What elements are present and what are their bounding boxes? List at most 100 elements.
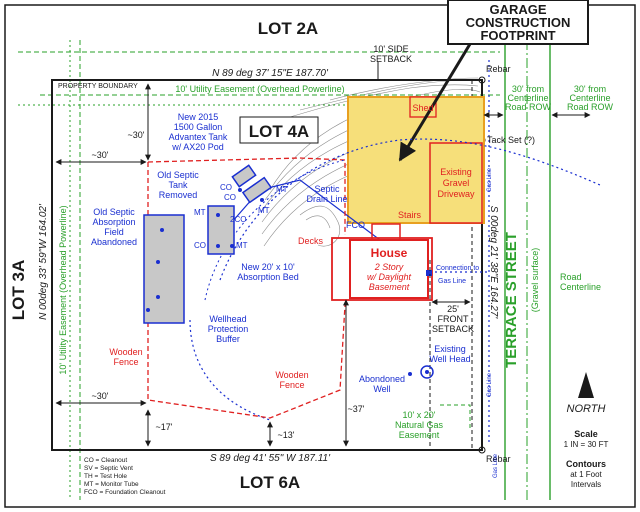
road-centerline-line2: Centerline <box>560 282 601 292</box>
new-bed-line2: Absorption Bed <box>237 272 299 282</box>
driveway-line1: Existing <box>440 167 472 177</box>
existing-well-outer <box>420 365 434 379</box>
rebar-bottom-label: Rebar <box>486 454 511 464</box>
south-bearing: S 89 deg 41' 55" W 187.11' <box>210 453 331 464</box>
tank-cleanout <box>238 188 242 192</box>
field-point-4 <box>146 308 150 312</box>
callout-line-2: CONSTRUCTION <box>466 15 571 30</box>
road-row-1-line2: Centerline <box>507 93 548 103</box>
abandoned-well-label: Abondoned Well <box>359 374 405 394</box>
dimension-lines <box>55 62 591 447</box>
gas-lines <box>189 60 601 445</box>
house-line4: Basement <box>369 282 410 292</box>
rebar-top-label: Rebar <box>486 64 511 74</box>
house-label: House 2 Story w/ Daylight Basement <box>367 246 412 292</box>
field-point-3 <box>156 295 160 299</box>
co-label-1: CO <box>220 183 232 192</box>
new-tank-line3: Advantex Tank <box>169 132 228 142</box>
contours-line1: Contours <box>566 459 606 469</box>
tack-set-label: Tack Set (?) <box>487 135 535 145</box>
scale-line2: 1 IN = 30 FT <box>564 440 609 449</box>
old-field-line3: Field <box>104 227 124 237</box>
road-row-1-line1: 30' from <box>512 84 544 94</box>
existing-well-inner <box>425 370 429 374</box>
old-tank-line2: Tank <box>168 180 188 190</box>
lot-3a-label: LOT 3A <box>9 260 28 320</box>
bed-point-2 <box>216 244 220 248</box>
new-bed-label: New 20' x 10' Absorption Bed <box>237 262 299 282</box>
mt-label-4: MT <box>236 241 248 250</box>
road-row-2-line1: 30' from <box>574 84 606 94</box>
side-setback-line2: SETBACK <box>370 54 412 64</box>
wellhead-buffer-line2: Protection <box>208 324 249 334</box>
property-boundary-label: PROPERTY BOUNDARY <box>58 83 138 90</box>
bed-point-3 <box>230 244 234 248</box>
rebar-top-marker <box>478 76 486 84</box>
lot-6a-label: LOT 6A <box>240 473 300 492</box>
old-absorption-field <box>143 214 185 324</box>
new-tank-label: New 2015 1500 Gallon Advantex Tank w/ AX… <box>169 112 228 152</box>
legend-th: TH = Test Hole <box>84 473 127 480</box>
dim-13-label: ~13' <box>278 430 295 440</box>
rebar-bottom-marker <box>478 446 486 454</box>
wooden-fence-1-line2: Fence <box>113 357 138 367</box>
old-tank-line1: Old Septic <box>157 170 199 180</box>
bed-point-1 <box>216 213 220 217</box>
contours-line3: Intervals <box>571 480 601 489</box>
front-setback-label: 25' FRONT SETBACK <box>432 304 474 334</box>
abandoned-well <box>408 372 412 376</box>
gas-easement-label: 10' x 20' Natural Gas Easement <box>395 410 444 440</box>
old-tank-label: Old Septic Tank Removed <box>157 170 199 200</box>
co-label-2: CO <box>224 193 236 202</box>
legend: CO = Cleanout SV = Septic Vent TH = Test… <box>84 457 166 496</box>
legend-co: CO = Cleanout <box>84 457 127 464</box>
lot-2a-label: LOT 2A <box>258 19 318 38</box>
gas-connection-marker <box>426 270 432 276</box>
callout-arrow <box>398 43 472 162</box>
north-arrow-icon <box>578 372 594 398</box>
connection-line2: Gas Line <box>438 278 466 285</box>
road-row-2-line2: Centerline <box>569 93 610 103</box>
house-line2: 2 Story <box>374 262 404 272</box>
gas-easement-line2: Natural Gas <box>395 420 444 430</box>
old-field-line2: Absorption <box>92 217 135 227</box>
road-row-lines <box>504 40 551 500</box>
driveway-label: Existing Gravel Driveway <box>437 167 475 199</box>
tank-monitor <box>260 198 264 202</box>
old-tank-line3: Removed <box>159 190 198 200</box>
new-bed-line1: New 20' x 10' <box>241 262 295 272</box>
outer-frame <box>4 4 636 508</box>
abandoned-well-line2: Well <box>373 384 390 394</box>
abandoned-well-line1: Abondoned <box>359 374 405 384</box>
road-row-1-line3: Road ROW <box>505 102 552 112</box>
mt-label-1: MT <box>276 185 288 194</box>
wooden-fence-2-line1: Wooden <box>275 370 308 380</box>
dim-30-left-label: ~30' <box>92 150 109 160</box>
gas-line-label-bottom: Gas Line <box>487 372 493 397</box>
old-field-line1: Old Septic <box>93 207 135 217</box>
new-septic-tank <box>241 176 273 204</box>
field-point-2 <box>156 260 160 264</box>
road-centerline-line1: Road <box>560 272 582 282</box>
wellhead-buffer-arc <box>204 159 346 301</box>
gas-easement-line1: 10' x 20' <box>403 410 436 420</box>
terrace-street-label: TERRACE STREET <box>503 232 520 368</box>
dim-30-top-label: ~30' <box>128 130 145 140</box>
north-bearing: N 89 deg 37' 15"E 187.70' <box>212 68 329 79</box>
house-line3: w/ Daylight <box>367 272 412 282</box>
existing-well-line2: Well Head <box>429 354 470 364</box>
co-label-3: CO <box>194 241 206 250</box>
two-co-label: 2CO <box>230 215 246 224</box>
road-row-2-line3: Road ROW <box>567 102 614 112</box>
house-deck <box>331 237 433 301</box>
existing-well-label: Existing Well Head <box>429 344 470 364</box>
septic-drain-line1: Septic <box>314 184 340 194</box>
mt-label-2: MT <box>258 206 270 215</box>
old-field-label: Old Septic Absorption Field Abandoned <box>91 207 137 247</box>
front-setback-line3: SETBACK <box>432 324 474 334</box>
wellhead-buffer-label: Wellhead Protection Buffer <box>208 314 249 344</box>
gas-line-label-edge: Gas Line <box>493 453 499 478</box>
east-bearing: S 00deg 21' 38"E 164.27' <box>488 206 499 320</box>
utility-easement-left-label: 10' Utility Easement (Overhead Powerline… <box>58 205 68 374</box>
